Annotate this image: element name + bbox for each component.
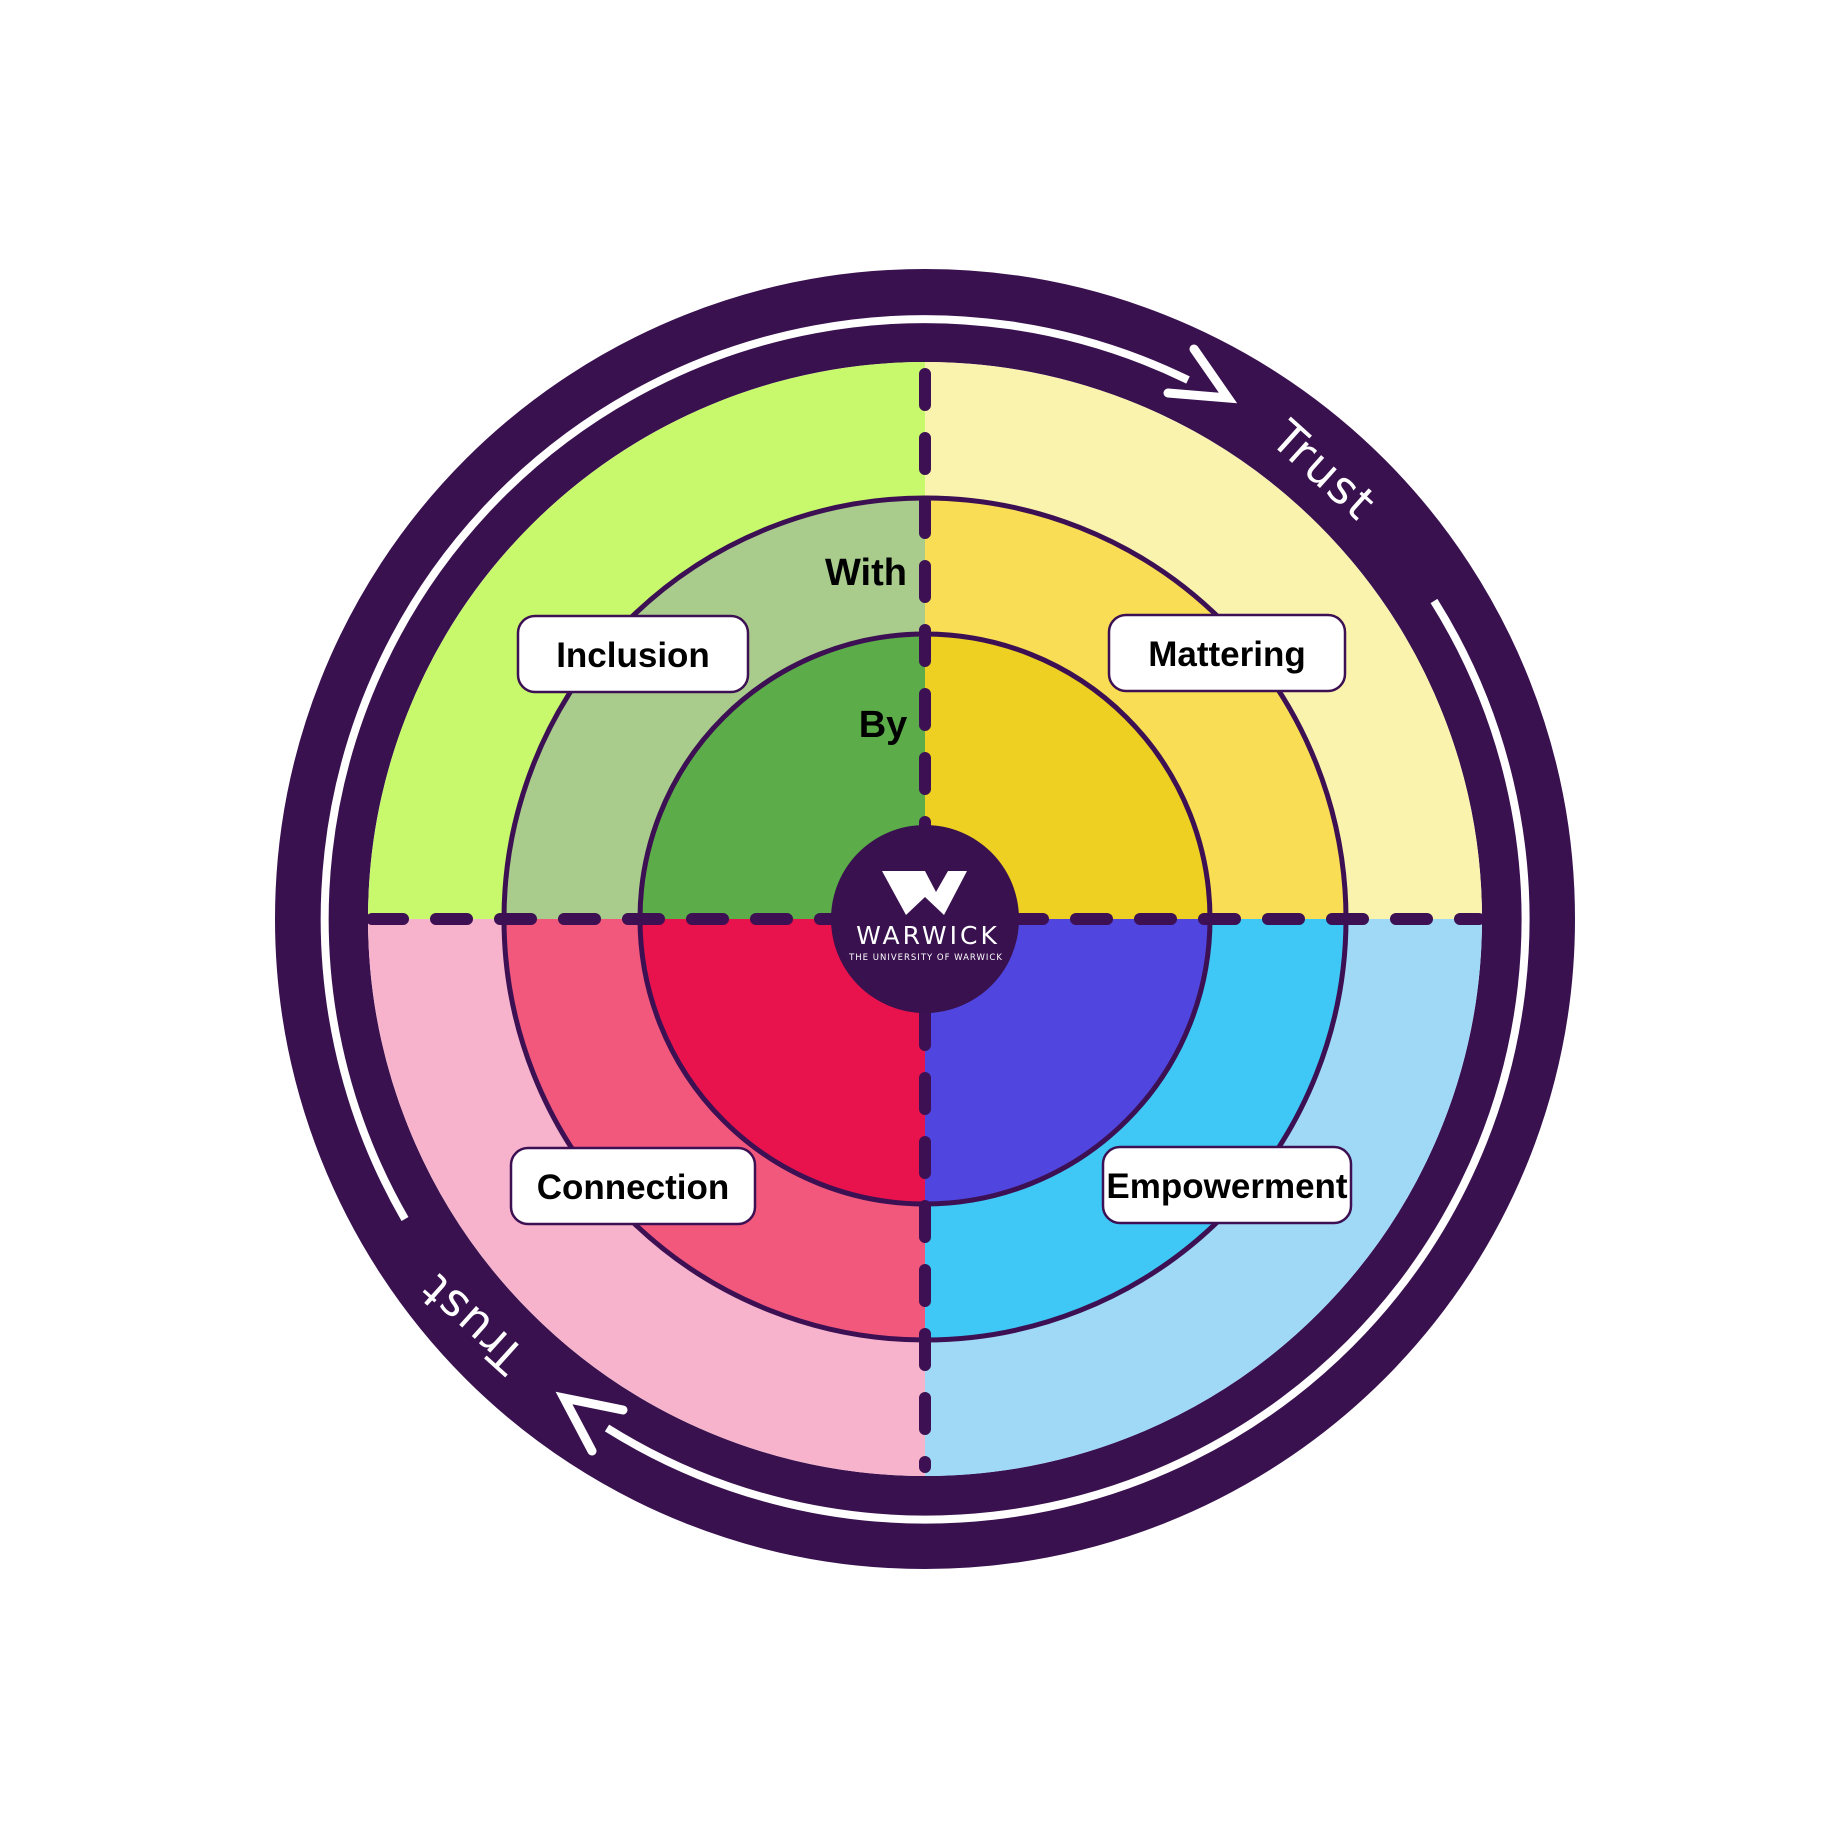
inclusion-middle-sector bbox=[504, 498, 925, 919]
mattering-inner-sector bbox=[925, 634, 1210, 919]
connection-middle-sector bbox=[504, 919, 925, 1340]
mattering-middle-sector bbox=[925, 498, 1346, 919]
mattering-label-box bbox=[1107, 613, 1347, 693]
inclusion-label: Inclusion bbox=[516, 614, 750, 694]
connection-inner-sector bbox=[640, 919, 925, 1204]
trust-arrowhead-bottom bbox=[555, 1391, 628, 1456]
inclusion-inner-sector bbox=[640, 634, 925, 919]
connection-label-text: Connection bbox=[537, 1168, 729, 1207]
warwick-w-icon bbox=[882, 871, 967, 915]
mattering-label: Mattering bbox=[1107, 613, 1347, 693]
axis-label-with: With bbox=[825, 552, 907, 594]
empowerment-middle-sector bbox=[925, 919, 1346, 1340]
center-hub: WARWICK THE UNIVERSITY OF WARWICK bbox=[831, 825, 1019, 1013]
empowerment-outer-sector bbox=[925, 919, 1482, 1476]
inclusion-label-text: Inclusion bbox=[556, 636, 710, 675]
empowerment-label-text: Empowerment bbox=[1106, 1167, 1347, 1206]
trust-arrowhead-top bbox=[1163, 344, 1238, 404]
axis-label-by: By bbox=[859, 704, 908, 746]
quadrant-connection bbox=[368, 919, 925, 1476]
connection-outer-sector bbox=[368, 919, 925, 1476]
empowerment-inner-sector bbox=[925, 919, 1210, 1204]
empowerment-label-box bbox=[1101, 1145, 1353, 1225]
center-circle bbox=[831, 825, 1019, 1013]
trust-arrow-arc-bottom bbox=[604, 598, 1530, 1524]
mattering-outer-sector bbox=[925, 362, 1482, 919]
connection-label: Connection bbox=[509, 1146, 757, 1226]
connection-label-box bbox=[509, 1146, 757, 1226]
inclusion-outer-sector bbox=[368, 362, 925, 919]
quadrant-mattering bbox=[925, 362, 1482, 919]
quadrant-inclusion bbox=[368, 362, 925, 919]
inclusion-label-box bbox=[516, 614, 750, 694]
mattering-label-text: Mattering bbox=[1148, 635, 1306, 674]
quadrant-empowerment bbox=[925, 919, 1482, 1476]
empowerment-label: Empowerment bbox=[1101, 1145, 1353, 1225]
trust-arrow-arc-top bbox=[320, 315, 1190, 1221]
warwick-brand-subtitle: THE UNIVERSITY OF WARWICK bbox=[848, 953, 1003, 963]
warwick-brand-text: WARWICK bbox=[856, 921, 1000, 950]
